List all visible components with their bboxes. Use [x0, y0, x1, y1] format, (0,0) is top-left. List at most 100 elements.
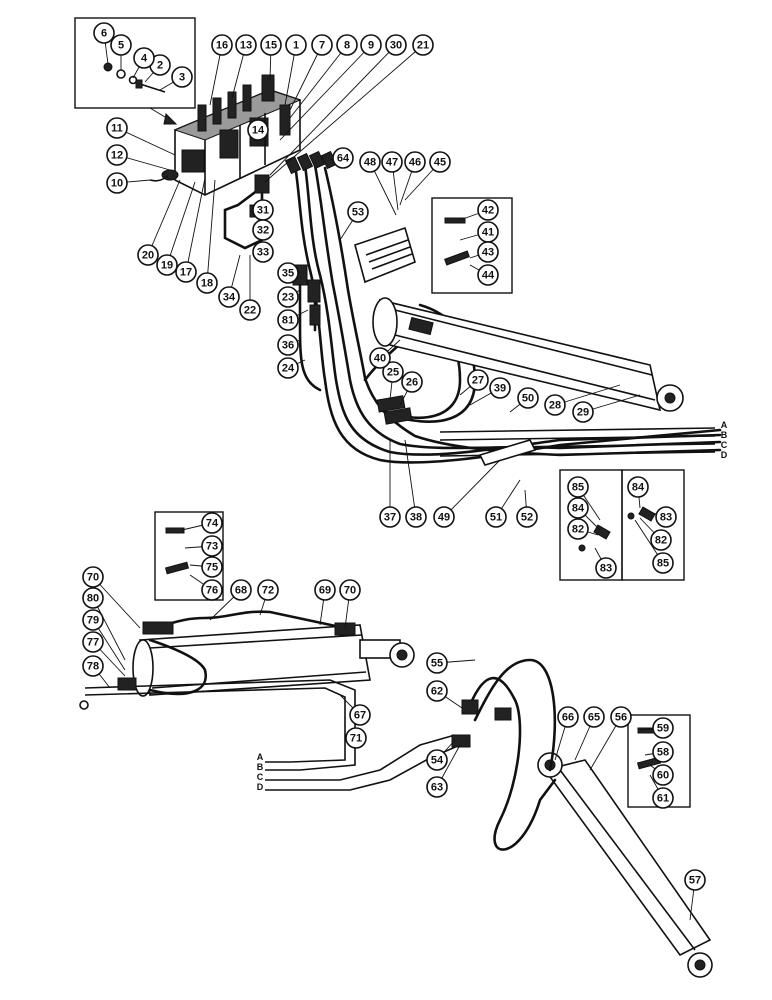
callout-60: 60: [652, 764, 674, 786]
callout-24: 24: [277, 357, 299, 379]
callout-8: 8: [336, 34, 358, 56]
callout-number: 43: [482, 247, 494, 259]
callout-21: 21: [412, 34, 434, 56]
callout-number: 40: [374, 353, 386, 365]
callout-72: 72: [257, 579, 279, 601]
callout-36: 36: [277, 334, 299, 356]
callout-74: 74: [201, 512, 223, 534]
pipe-lines-top: A B C D: [439, 420, 728, 466]
callout-28: 28: [544, 394, 566, 416]
callout-number: 11: [111, 123, 123, 135]
callout-number: 70: [344, 585, 356, 597]
callout-number: 20: [142, 250, 154, 262]
callout-30: 30: [385, 34, 407, 56]
callout-10: 10: [106, 172, 128, 194]
callout-33: 33: [252, 241, 274, 263]
callout-number: 33: [257, 247, 269, 259]
callout-59: 59: [652, 717, 674, 739]
upper-cylinder: [372, 297, 684, 412]
leader-line-80: [92, 597, 126, 661]
callout-number: 57: [689, 875, 701, 887]
callout-49: 49: [433, 506, 455, 528]
callout-number: 37: [384, 512, 396, 524]
lower-left-cylinder: A B C D: [79, 610, 461, 792]
callout-number: 68: [235, 585, 247, 597]
leader-line-18: [206, 179, 216, 284]
callout-number: 22: [244, 305, 256, 317]
callout-83: 83: [595, 557, 617, 579]
callout-number: 75: [206, 562, 218, 574]
leader-line-9: [279, 44, 372, 141]
callout-number: 23: [282, 292, 294, 304]
callout-number: 16: [216, 40, 228, 52]
callout-number: 60: [657, 770, 669, 782]
callout-number: 76: [206, 585, 218, 597]
callout-number: 78: [87, 661, 99, 673]
callout-23: 23: [277, 286, 299, 308]
leader-line-70: [92, 576, 141, 629]
callout-68: 68: [230, 579, 252, 601]
lower-right-cylinder: [451, 658, 713, 978]
callout-number: 74: [206, 518, 219, 530]
callout-number: 45: [434, 157, 446, 169]
callout-43: 43: [477, 241, 499, 263]
control-valve-assembly: [74, 17, 302, 250]
callout-number: 65: [588, 712, 600, 724]
callout-26: 26: [401, 371, 423, 393]
callout-number: 62: [431, 686, 443, 698]
callout-45: 45: [429, 151, 451, 173]
callout-79: 79: [82, 609, 104, 631]
callout-number: 41: [482, 227, 494, 239]
callout-7: 7: [311, 34, 333, 56]
callout-38: 38: [405, 506, 427, 528]
callout-number: 35: [282, 268, 294, 280]
callout-number: 66: [562, 712, 574, 724]
callout-84: 84: [567, 497, 589, 519]
callout-number: 56: [615, 712, 627, 724]
callout-81: 81: [277, 309, 299, 331]
callout-number: 15: [265, 40, 277, 52]
callout-46: 46: [404, 151, 426, 173]
line-label-c-top: C: [721, 440, 728, 450]
callout-18: 18: [196, 272, 218, 294]
callout-29: 29: [572, 401, 594, 423]
callout-84: 84: [627, 476, 649, 498]
callout-number: 81: [282, 315, 294, 327]
callout-number: 19: [161, 260, 173, 272]
hose-bundle: [284, 150, 722, 464]
callout-22: 22: [239, 299, 261, 321]
callout-number: 58: [657, 747, 669, 759]
callout-2: 2: [149, 54, 171, 76]
callout-number: 21: [417, 40, 429, 52]
leader-line-7: [289, 44, 323, 111]
callout-number: 3: [179, 72, 185, 84]
callout-number: 51: [490, 512, 502, 524]
callout-number: 32: [257, 225, 269, 237]
leader-line-49: [443, 459, 501, 518]
callout-number: 39: [494, 383, 506, 395]
callout-56: 56: [610, 706, 632, 728]
leader-line-19: [166, 181, 196, 266]
hose-shield: [354, 226, 416, 284]
callout-54: 54: [426, 749, 448, 771]
callout-number: 52: [521, 512, 533, 524]
callout-78: 78: [82, 655, 104, 677]
callout-number: 14: [252, 125, 265, 137]
callout-40: 40: [369, 347, 391, 369]
callout-number: 67: [354, 710, 366, 722]
callout-number: 10: [111, 178, 123, 190]
callout-85: 85: [567, 476, 589, 498]
callout-58: 58: [652, 741, 674, 763]
callout-39: 39: [489, 377, 511, 399]
callout-82: 82: [567, 518, 589, 540]
callout-number: 47: [386, 157, 398, 169]
callout-number: 85: [657, 558, 669, 570]
line-label-c-left: C: [257, 772, 264, 782]
callout-number: 25: [387, 367, 399, 379]
callout-number: 46: [409, 157, 421, 169]
callout-31: 31: [252, 199, 274, 221]
callout-number: 29: [577, 407, 589, 419]
callout-50: 50: [517, 387, 539, 409]
callout-number: 12: [111, 150, 123, 162]
